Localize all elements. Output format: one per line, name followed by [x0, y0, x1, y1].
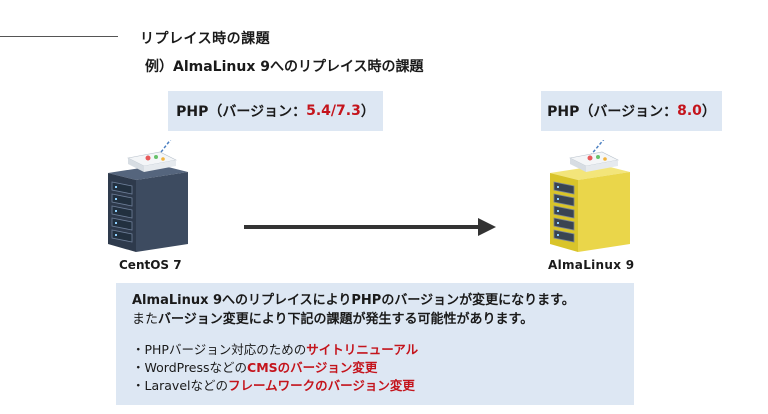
info-line-1: AlmaLinux 9へのリプレイスによりPHPのバージョンが変更になります。	[132, 293, 575, 308]
almalinux-server-icon	[550, 140, 630, 252]
php-label-close: ）	[360, 104, 375, 120]
php-version-box-almalinux: PHP（バージョン： 8.0 ）	[541, 91, 722, 131]
server-top	[550, 165, 630, 180]
issues-info-box: AlmaLinux 9へのリプレイスによりPHPのバージョンが変更になります。 …	[116, 283, 634, 405]
connector-line	[589, 140, 605, 157]
server-front	[578, 172, 630, 252]
migration-arrow-icon	[244, 218, 496, 236]
arrow-head	[478, 218, 496, 236]
list-item: ・PHPバージョン対応のためのサイトリニューアル	[132, 341, 634, 359]
section-title: リプレイス時の課題	[140, 31, 271, 47]
php-version-box-centos: PHP（バージョン： 5.4/7.3 ）	[168, 91, 383, 131]
list-item-text: ・Laravelなどの	[132, 378, 228, 393]
centos-label: CentOS 7	[119, 258, 182, 272]
php-version-value: 5.4/7.3	[306, 103, 361, 119]
list-item-text: ・WordPressなどの	[132, 360, 248, 375]
list-item: ・Laravelなどのフレームワークのバージョン変更	[132, 377, 634, 395]
connector-line	[157, 140, 172, 157]
info-line-2: またバージョン変更により下記の課題が発生する可能性があります。	[132, 310, 634, 329]
list-item-emphasis: フレームワークのバージョン変更	[227, 378, 415, 393]
server-top	[108, 165, 188, 180]
php-version-value: 8.0	[677, 103, 702, 119]
centos-server-icon	[108, 140, 188, 252]
php-label-close: ）	[701, 104, 716, 120]
server-front	[136, 172, 188, 252]
almalinux-label: AlmaLinux 9	[548, 258, 635, 272]
list-item-emphasis: CMSのバージョン変更	[247, 360, 378, 375]
example-title: 例）AlmaLinux 9へのリプレイス時の課題	[145, 59, 424, 75]
php-label: PHP（バージョン：	[176, 104, 307, 120]
php-label: PHP（バージョン：	[547, 104, 678, 120]
info-line-2-text: バージョン変更により下記の課題が発生する可能性があります。	[158, 312, 534, 327]
list-item: ・WordPressなどのCMSのバージョン変更	[132, 359, 634, 377]
info-line-2-prefix: また	[132, 312, 159, 327]
issue-list: ・PHPバージョン対応のためのサイトリニューアル ・WordPressなどのCM…	[132, 341, 634, 395]
list-item-text: ・PHPバージョン対応のための	[132, 342, 307, 357]
top-rule	[0, 36, 118, 37]
list-item-emphasis: サイトリニューアル	[306, 342, 419, 357]
